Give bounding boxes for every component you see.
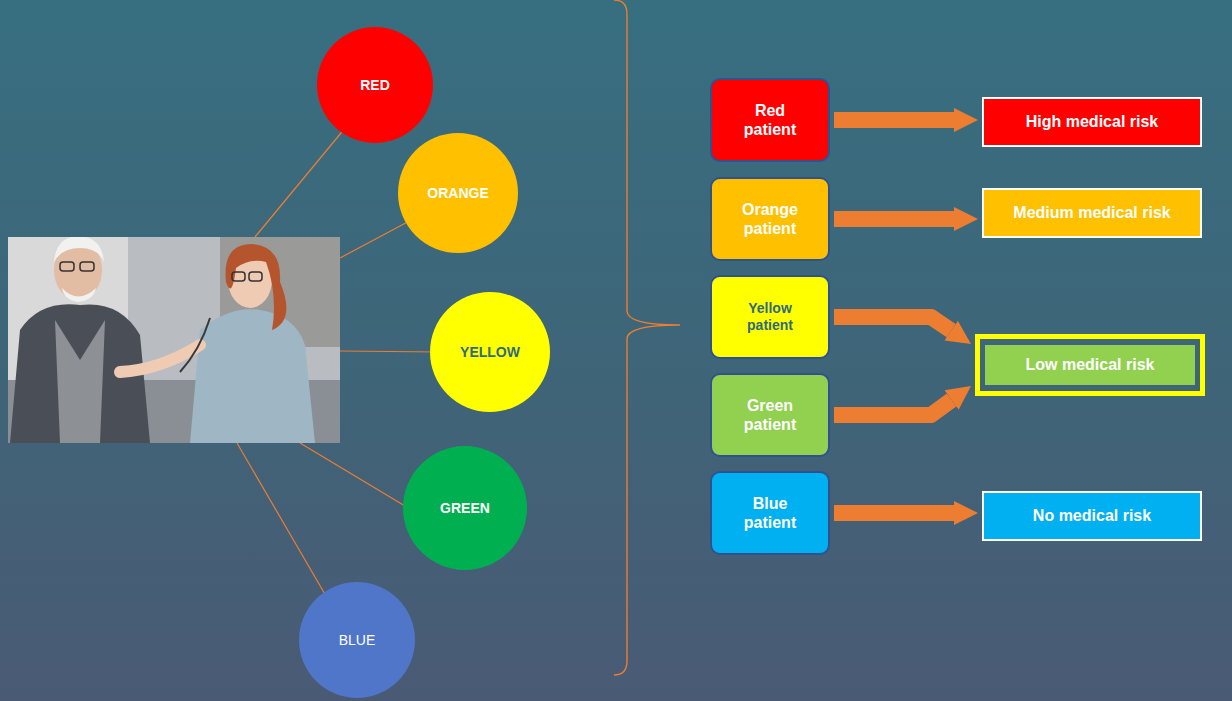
circle-fill: [317, 27, 433, 143]
circle-fill: [403, 446, 527, 570]
risk-label: Low medical risk: [985, 345, 1195, 384]
risk-level-box: Medium medical risk: [982, 188, 1202, 238]
circle-label: ORANGE: [427, 185, 488, 202]
risk-color-circle: ORANGE: [398, 133, 518, 253]
risk-label: Medium medical risk: [1013, 203, 1170, 222]
curly-bracket: [614, 0, 680, 675]
risk-level-box: High medical risk: [982, 97, 1202, 147]
circle-label: RED: [360, 77, 390, 94]
block-arrow: [834, 112, 954, 128]
circle-fill: [299, 582, 415, 698]
patient-category-box: Red patient: [710, 78, 830, 162]
risk-level-box: Low medical risk: [975, 334, 1205, 396]
block-arrow: [834, 400, 952, 415]
circle-label: GREEN: [440, 500, 490, 517]
patient-category-box: Green patient: [710, 373, 830, 457]
patient-label: Red patient: [734, 101, 806, 139]
risk-color-circle: YELLOW: [430, 292, 550, 412]
patient-category-box: Yellow patient: [710, 275, 830, 359]
leader-line: [340, 351, 440, 352]
risk-color-circle: BLUE: [299, 582, 415, 698]
patient-label: Yellow patient: [734, 300, 806, 334]
leader-line: [300, 443, 420, 515]
block-arrow: [834, 317, 951, 331]
block-arrow: [834, 505, 954, 521]
patient-label: Green patient: [734, 396, 806, 434]
risk-label: High medical risk: [1026, 112, 1159, 131]
block-arrow: [834, 211, 954, 227]
patient-category-box: Blue patient: [710, 471, 830, 555]
doctor-patient-photo: [8, 236, 340, 443]
patient-label: Orange patient: [734, 200, 806, 238]
risk-label: No medical risk: [1033, 506, 1151, 525]
risk-color-circle: RED: [317, 27, 433, 143]
circle-label: BLUE: [339, 632, 376, 649]
patient-category-box: Orange patient: [710, 177, 830, 261]
circle-fill: [398, 133, 518, 253]
circle-fill: [430, 292, 550, 412]
risk-color-circle: GREEN: [403, 446, 527, 570]
patient-label: Blue patient: [734, 494, 806, 532]
circle-label: YELLOW: [460, 344, 520, 361]
risk-level-box: No medical risk: [982, 491, 1202, 541]
